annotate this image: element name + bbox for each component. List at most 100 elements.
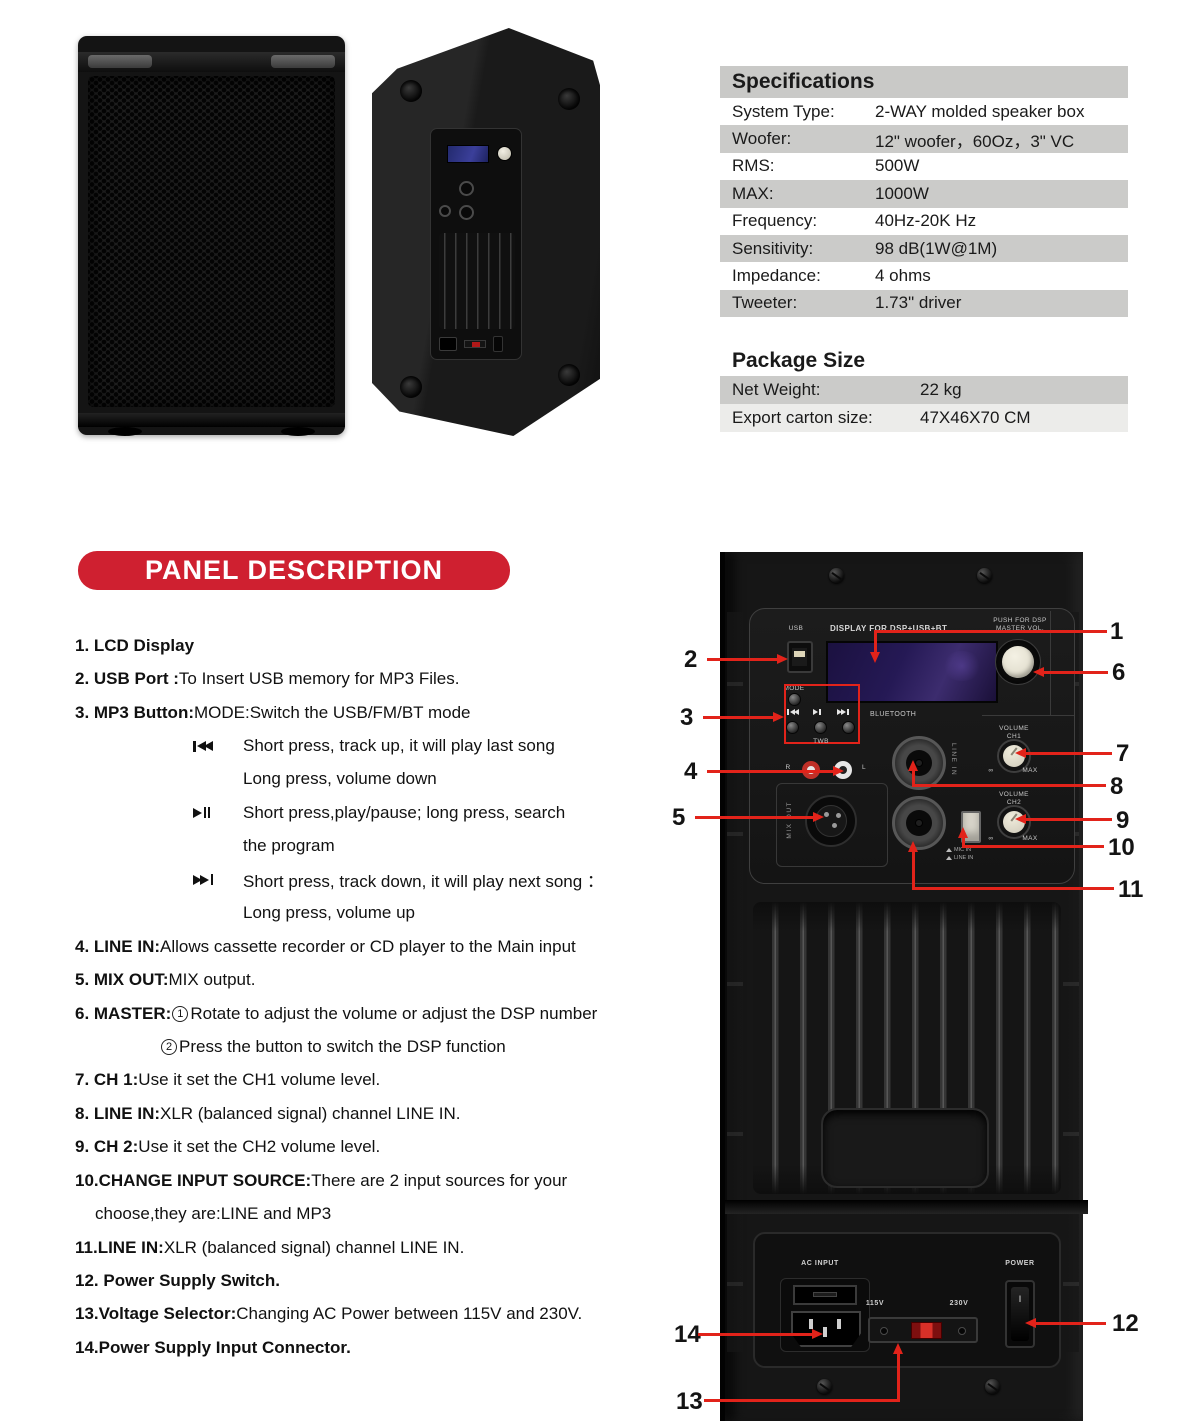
callout-arrow-14 [812,1329,823,1339]
callout-arrow-9 [1015,814,1026,824]
item-8-text: XLR (balanced signal) channel LINE IN. [160,1103,461,1123]
front-speaker-photo [78,36,345,436]
ch2-volume-knob [997,805,1031,839]
combo-jack-line-in-1 [892,736,946,790]
mp3-control-next-line1: Short press, track down, it will play ne… [75,863,655,896]
speaker-foot [281,427,315,436]
item-5-text: MIX output. [168,970,256,990]
previous-track-button [786,721,799,734]
mini-heatsink [439,233,515,329]
package-size-title: Package Size [720,346,1128,376]
ch1-min-label: ∞ [988,767,994,774]
callout-arrow-10 [958,827,968,838]
previous-track-icon [193,740,213,752]
speaker-top-cap-segment [88,55,152,68]
item-8-label: 8. LINE IN: [75,1103,161,1123]
previous-track-button-icon [787,709,799,715]
usb-label: USB [788,625,804,632]
spec-label: RMS: [732,156,775,176]
mp3-control-play-line1: Short press,play/pause; long press, sear… [75,796,655,829]
callout-arrow-1 [870,652,880,663]
rear-amp-plate-mini [430,128,522,360]
handle-cup [558,88,580,110]
item-2-label: 2. USB Port : [75,669,179,689]
twb-label: TWB [813,738,829,745]
ac-input-label: AC INPUT [801,1260,839,1267]
package-value: 22 kg [920,380,962,399]
power-section: AC INPUT 115V 230V POWER I [753,1232,1061,1368]
next-long-press-text: Long press, volume up [243,903,415,923]
recessed-panel [821,1108,989,1188]
item-1-label: 1. LCD Display [75,635,195,655]
list-item-12: 12. Power Supply Switch. [75,1264,655,1297]
spec-value: 2-WAY molded speaker box [875,101,1085,121]
screw [985,1379,1000,1394]
next-short-press-text: Short press, track down, it will play ne… [243,872,604,892]
item-6-text-2: Press the button to switch the DSP funct… [179,1036,506,1056]
master-volume-knob [995,639,1041,685]
ch1-label: CH1 [1006,733,1022,740]
spec-value: 1.73" driver [875,293,962,313]
list-item-10: 10.CHANGE INPUT SOURCE:There are 2 input… [75,1164,655,1197]
next-track-icon [193,874,213,886]
callout-number-1: 1 [1110,618,1124,645]
push-for-dsp-label: PUSH FOR DSP [993,617,1047,624]
spec-row: Woofer:12" woofer，60Oz，3" VC [720,125,1128,153]
spec-row: Frequency:40Hz-20K Hz [720,208,1128,235]
specifications-table: Specifications System Type:2-WAY molded … [720,66,1128,318]
callout-number-10: 10 [1108,834,1135,861]
item-9-text: Use it set the CH2 volume level. [138,1137,381,1157]
circled-one-icon: 1 [172,1005,189,1022]
list-item-11: 11.LINE IN: XLR (balanced signal) channe… [75,1231,655,1264]
cabinet-edge-ribs [727,612,743,1352]
package-label: Net Weight: [732,380,821,399]
rca-l-label: L [861,764,866,771]
item-12-label: 12. Power Supply Switch. [75,1271,280,1291]
speaker-grille [88,76,335,407]
list-item-2: 2. USB Port : To Insert USB memory for M… [75,662,655,695]
spec-label: Frequency: [732,211,818,231]
callout-line-2 [707,658,777,661]
play-pause-button [814,721,827,734]
callout-line-12 [1036,1322,1106,1325]
prev-long-press-text: Long press, volume down [243,769,437,789]
list-item-10-line2: choose,they are:LINE and MP3 [75,1197,655,1230]
list-item-4: 4. LINE IN: Allows cassette recorder or … [75,930,655,963]
play-pause-icon [193,807,210,819]
screw [829,568,844,583]
rca-r-label: R [785,764,791,771]
callout-arrow-5 [813,812,824,822]
callout-arrow-8 [908,760,918,771]
callout-line-4 [707,770,833,773]
list-item-13: 13.Voltage Selector:Changing AC Power be… [75,1298,655,1331]
mode-label: MODE [783,685,805,692]
callout-line-1 [877,630,1107,633]
callout-line-11 [912,852,915,890]
line-in-switch-label: LINE IN [946,855,973,861]
mode-button [788,693,801,706]
speaker-foot [108,427,142,436]
ac-power-inlet [780,1278,870,1352]
rear-speaker-photo [372,28,600,436]
spec-row: Impedance:4 ohms [720,262,1128,289]
play-long-press-text: the program [243,836,335,856]
callout-number-9: 9 [1116,807,1130,834]
mini-ac-row [439,335,515,353]
panel-description-banner: PANEL DESCRIPTION [78,551,510,590]
cabinet-groove [725,1200,1088,1214]
spec-row: Sensitivity:98 dB(1W@1M) [720,234,1128,263]
callout-number-14: 14 [674,1321,701,1348]
callout-arrow-7 [1015,748,1026,758]
handle-cup [558,364,580,386]
callout-number-7: 7 [1116,740,1130,767]
combo-jack-line-in-2 [892,796,946,850]
mini-jack [459,205,474,220]
mic-icon [946,848,952,852]
handle-cup [400,376,422,398]
lcd-display [826,641,998,703]
spec-label: System Type: [732,101,835,121]
mp3-control-next-line2: Long press, volume up [75,897,655,930]
list-item-5: 5. MIX OUT: MIX output. [75,963,655,996]
speaker-top-cap-segment [271,55,335,68]
